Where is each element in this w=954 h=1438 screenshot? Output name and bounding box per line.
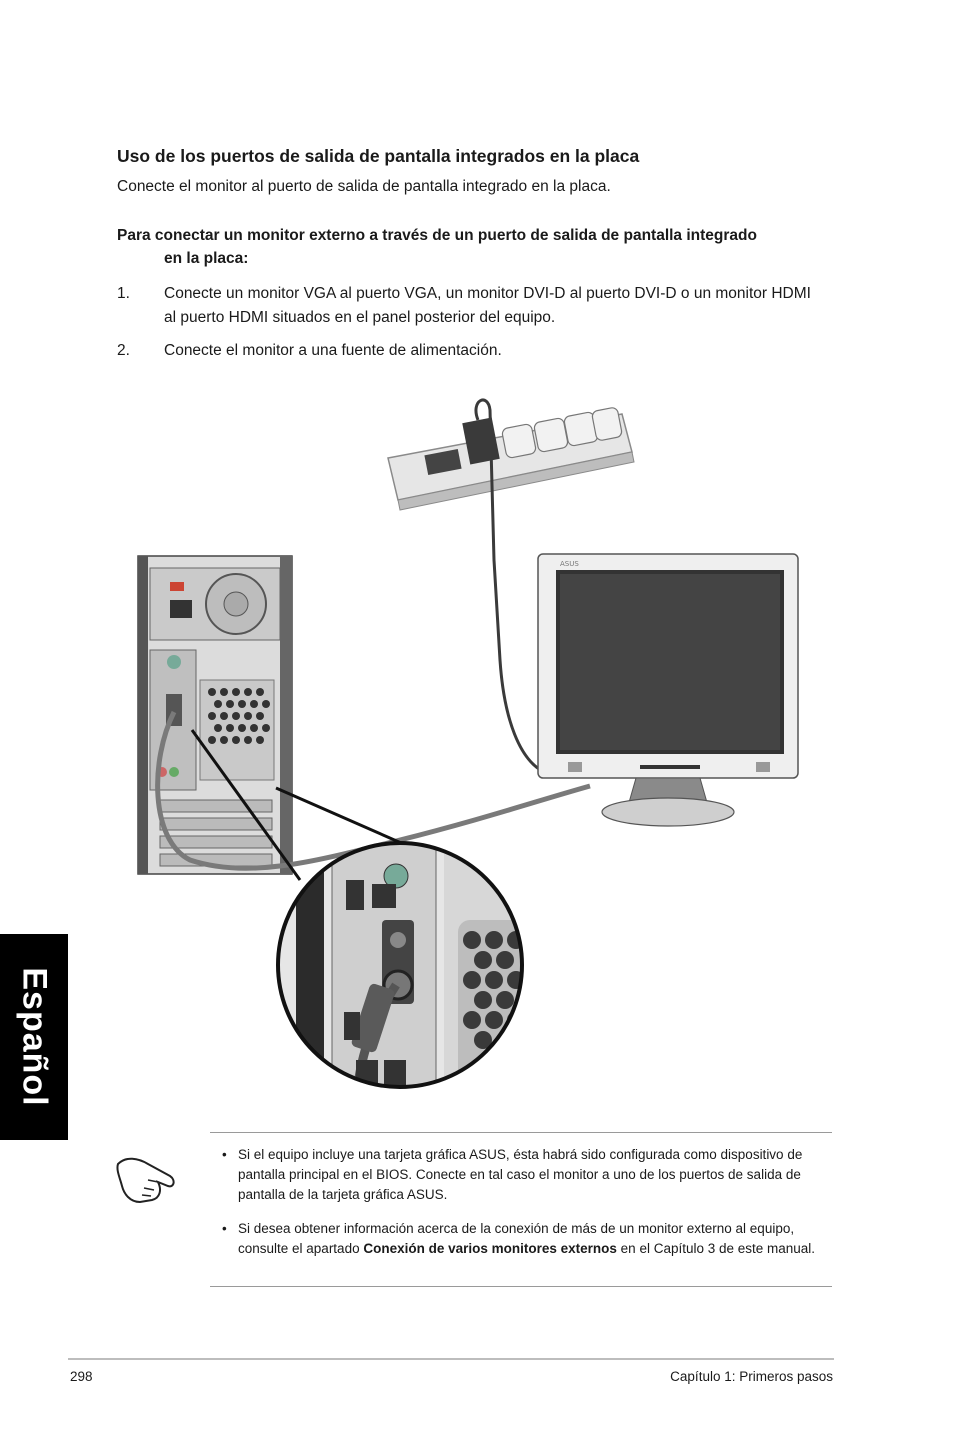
note-bottom-rule [210, 1286, 832, 1287]
chapter-label: Capítulo 1: Primeros pasos [670, 1369, 833, 1384]
intro-paragraph: Conecte el monitor al puerto de salida d… [117, 178, 611, 195]
monitor: ASUS [537, 553, 799, 827]
port-zoom-callout [276, 841, 524, 1089]
procedure-title-line1: Para conectar un monitor externo a travé… [117, 227, 757, 244]
procedure-title-line2: en la placa: [164, 250, 249, 267]
note-bullet: • [222, 1147, 227, 1162]
page-number: 298 [70, 1369, 93, 1384]
language-side-tab: Español [0, 934, 68, 1140]
language-label: Español [15, 967, 54, 1107]
note-bullet: • [222, 1221, 227, 1236]
hand-note-icon [116, 1157, 175, 1204]
step-text: Conecte un monitor VGA al puerto VGA, un… [164, 285, 811, 326]
step-number: 2. [117, 342, 130, 359]
note-text-bold: Conexión de varios monitores externos [363, 1241, 617, 1256]
video-cable [155, 710, 591, 871]
step-text: Conecte el monitor a una fuente de alime… [164, 342, 502, 359]
note-text: Si desea obtener información acerca de l… [238, 1219, 832, 1259]
connection-illustration: ASUS [137, 398, 799, 1089]
step-number: 1. [117, 285, 130, 302]
monitor-brand-label: ASUS [560, 560, 579, 568]
procedure-title: Para conectar un monitor externo a travé… [117, 224, 847, 270]
note-item-1: • Si el equipo incluye una tarjeta gráfi… [222, 1145, 832, 1205]
note-text: Si el equipo incluye una tarjeta gráfica… [238, 1147, 803, 1202]
note-text-before: Si desea obtener información acerca de l… [238, 1221, 795, 1256]
note-text-after: en el Capítulo 3 de este manual. [616, 1241, 816, 1256]
note-item-2: • Si desea obtener información acerca de… [222, 1219, 832, 1279]
footer-rule [68, 1358, 834, 1360]
power-cable [474, 398, 545, 774]
pc-tower [137, 555, 293, 875]
section-title: Uso de los puertos de salida de pantalla… [117, 146, 640, 166]
note-top-rule [210, 1132, 832, 1133]
power-strip [387, 407, 635, 511]
